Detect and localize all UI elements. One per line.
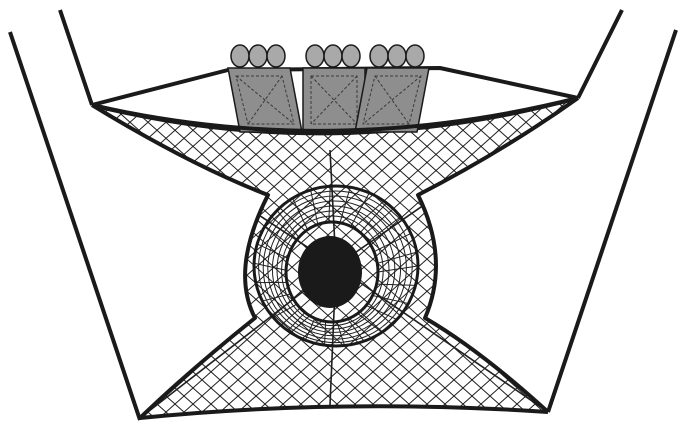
mesh-line (398, 90, 688, 430)
mesh-line (596, 90, 688, 430)
mesh-line (40, 90, 420, 430)
mesh-line (598, 90, 688, 430)
mesh-line (614, 90, 688, 430)
mesh-line (0, 90, 204, 430)
mesh-line (38, 90, 418, 430)
mesh-line (650, 90, 688, 430)
net-left-edge (92, 105, 268, 418)
frame-upper-right-line (578, 10, 622, 98)
person-head (388, 45, 406, 67)
mesh-line (0, 90, 40, 430)
person-head (324, 45, 342, 67)
mesh-line (668, 90, 688, 430)
mesh-line (0, 90, 22, 430)
mesh-line (0, 90, 240, 430)
mesh-line (544, 90, 688, 430)
person-head (249, 45, 267, 67)
mesh-line (488, 90, 688, 430)
mesh-line (0, 90, 42, 430)
seat-group (355, 45, 429, 132)
mesh-line (470, 90, 688, 430)
mesh-line (0, 90, 348, 430)
mesh-line (0, 90, 130, 430)
mesh-line (0, 90, 76, 430)
mesh-line (0, 90, 6, 430)
mesh-line (218, 90, 598, 430)
mesh-line (436, 90, 688, 430)
person-head (231, 45, 249, 67)
funnel-hole (298, 236, 362, 308)
mesh-line (652, 90, 688, 430)
mesh-line (526, 90, 688, 430)
mesh-line (524, 90, 688, 430)
frame-upper-left-line (60, 10, 92, 105)
mesh-line (0, 90, 78, 430)
seat-groups (228, 45, 429, 132)
frame-left-line (10, 32, 140, 420)
frame-right-line (548, 30, 676, 412)
mesh-line (0, 90, 4, 430)
mesh-line (0, 90, 328, 430)
person-head (370, 45, 388, 67)
tunnel-strand (265, 226, 292, 247)
mesh-line (634, 90, 688, 430)
mesh-line (0, 90, 168, 430)
mesh-line (490, 90, 688, 430)
tunnel-strand (377, 284, 416, 285)
tunnel-strand (262, 294, 290, 301)
mesh-line (562, 90, 688, 430)
person-head (306, 45, 324, 67)
mesh-line (182, 90, 562, 430)
seat-group (303, 45, 365, 132)
tunnel-strand (366, 305, 397, 319)
mesh-line (0, 90, 186, 430)
mesh-line (0, 90, 274, 430)
mesh-line (0, 90, 346, 430)
mesh-line (0, 90, 166, 430)
mesh-line (560, 90, 688, 430)
mesh-line (0, 90, 294, 430)
mesh-line (542, 90, 688, 430)
mesh-line (580, 90, 688, 430)
mesh-line (0, 90, 60, 430)
mesh-line (418, 90, 688, 430)
mesh-line (0, 90, 24, 430)
mesh-line (400, 90, 688, 430)
mesh-line (0, 90, 114, 430)
mesh-line (616, 90, 688, 430)
person-head (267, 45, 285, 67)
mesh-line (0, 90, 202, 430)
mesh-line (0, 90, 112, 430)
mesh-line (670, 90, 688, 430)
person-head (342, 45, 360, 67)
mesh-line (184, 90, 564, 430)
seat-group (228, 45, 302, 132)
mesh-line (0, 90, 330, 430)
mesh-line (0, 90, 58, 430)
mesh-line (0, 90, 222, 430)
mesh-line (76, 90, 456, 430)
mesh-line (220, 90, 600, 430)
mesh-line (308, 90, 688, 430)
mesh-line (578, 90, 688, 430)
person-head (406, 45, 424, 67)
mesh-line (0, 90, 132, 430)
net-bottom-edge (140, 406, 548, 418)
